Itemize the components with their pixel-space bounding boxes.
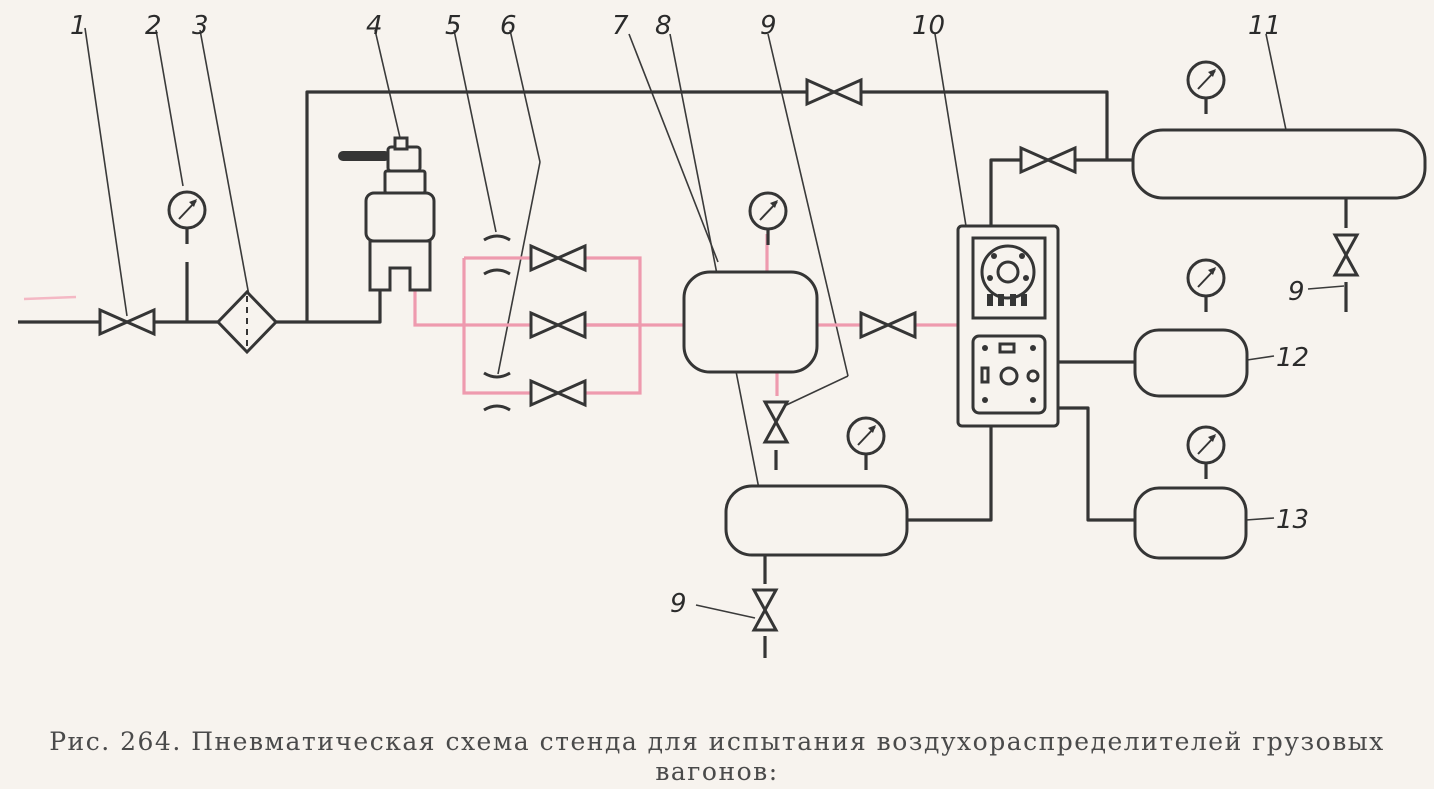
pressure-gauge-icon [748,191,788,247]
valve-icon [805,78,863,106]
pressure-gauge-icon [1186,60,1226,116]
valve-icon [1019,146,1077,174]
valve-icon [529,244,587,272]
figure-caption-continued: вагонов: [655,757,779,786]
label-9-bottom: 9 [670,589,687,619]
pressure-gauge-icon [1186,258,1226,314]
valve-icon [529,311,587,339]
pressure-gauge-icon [1186,425,1226,481]
reservoir-icon [1133,328,1249,398]
reservoir-icon [724,484,909,557]
valve-icon [529,379,587,407]
label-2: 2 [145,11,162,41]
reservoir-icon [682,270,819,374]
label-13: 13 [1276,505,1309,535]
drain-valve-icon [752,588,778,632]
label-7: 7 [612,11,629,41]
figure-caption: Рис. 264. Пневматическая схема стенда дл… [49,727,1385,756]
pressure-gauge-icon [167,190,207,246]
label-5: 5 [445,11,462,41]
label-1: 1 [70,11,87,41]
label-10: 10 [912,11,945,41]
callout-labels: 1 2 3 4 5 6 7 8 9 10 11 9 12 13 9 [70,11,1309,619]
reservoir-icon [1133,486,1248,560]
main-pipeline [18,90,1348,658]
label-9-right: 9 [1288,277,1305,307]
leader-lines [84,27,1345,619]
label-11: 11 [1248,11,1281,41]
label-9: 9 [760,11,777,41]
label-3: 3 [192,11,209,41]
drain-valve-icon [763,400,789,444]
drivers-crane-icon [338,136,436,292]
orifice-icon [483,234,511,412]
pressure-gauge-icon [846,416,886,472]
air-distributor-icon [956,224,1060,428]
valve-icon [859,311,917,339]
pink-pipeline [23,234,958,396]
drain-valve-icon [1333,233,1359,277]
label-4: 4 [366,11,383,41]
label-12: 12 [1276,343,1309,373]
main-reservoir-icon [1131,128,1427,200]
label-6: 6 [500,11,517,41]
label-8: 8 [655,11,672,41]
filter-icon [215,289,279,355]
